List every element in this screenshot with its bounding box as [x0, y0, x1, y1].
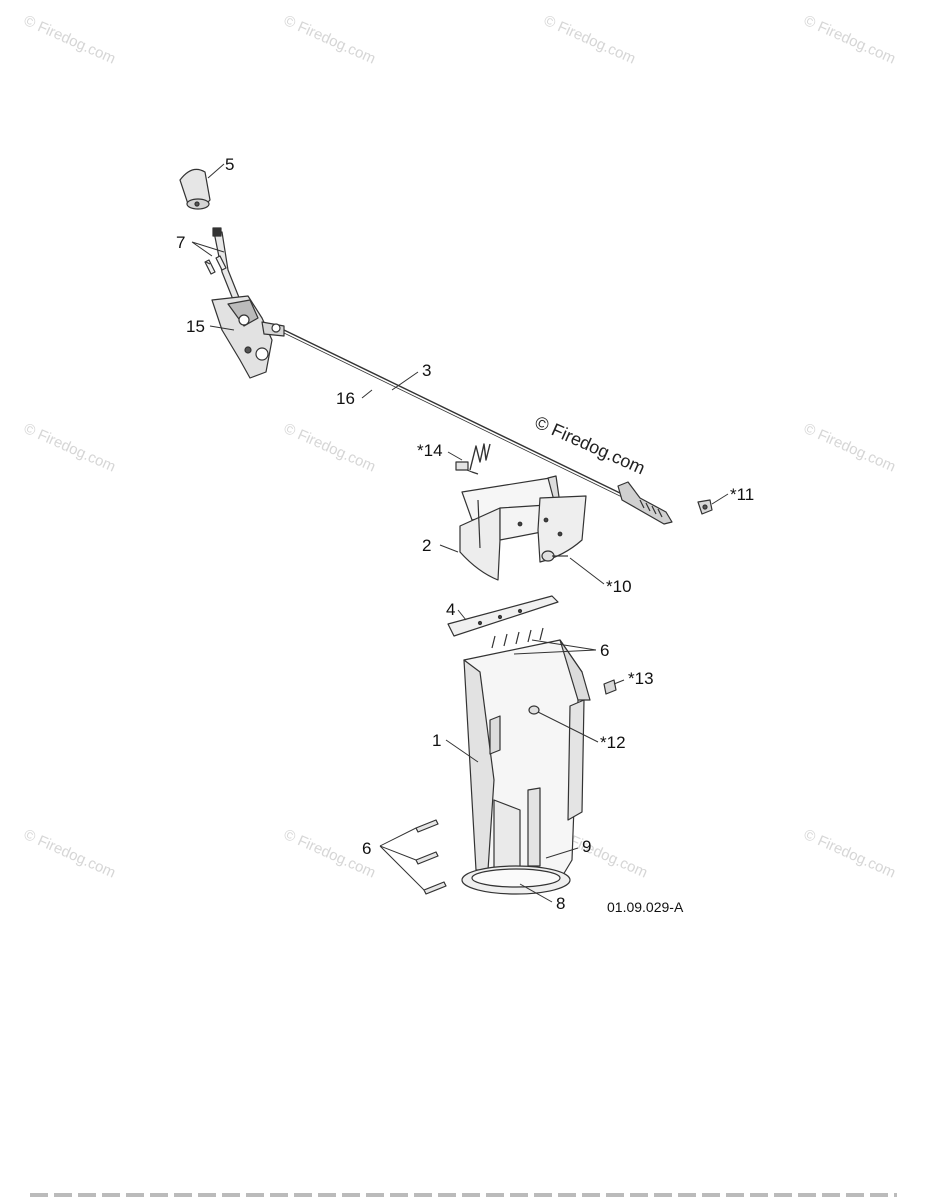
footer-divider	[30, 1193, 897, 1197]
callout-13: *13	[628, 669, 654, 688]
part-13-nut	[603, 679, 617, 695]
callout-11: *11	[730, 485, 755, 504]
part-5-knob	[179, 168, 211, 210]
callout-10: *10	[606, 577, 632, 596]
part-8-base-ring	[461, 865, 571, 895]
figure-code: 01.09.029-A	[607, 899, 684, 915]
callout-15: 15	[186, 317, 205, 336]
callout-3: 3	[422, 361, 432, 380]
callout-7: 7	[176, 233, 186, 252]
callout-14: *14	[417, 441, 443, 460]
callout-12: *12	[600, 733, 626, 752]
part-15-control-bracket	[211, 295, 285, 379]
part-3-cable	[283, 329, 623, 498]
callout-1: 1	[432, 731, 442, 750]
part-7-screws	[204, 227, 241, 303]
callout-5: 5	[225, 155, 235, 174]
leader-lines	[191, 163, 729, 903]
part-1-chute	[463, 639, 591, 891]
callout-6-bottom: 6	[362, 839, 372, 858]
part-10-bolt	[541, 550, 568, 562]
callout-9: 9	[582, 837, 592, 856]
part-11-nut	[697, 499, 713, 515]
part-6-screws-top	[491, 627, 544, 649]
part-12-bolt	[528, 705, 540, 715]
part-2-deflector	[459, 475, 587, 581]
callout-6-top: 6	[600, 641, 610, 660]
part-6-screws-bottom	[415, 819, 447, 895]
part-14-spring	[455, 443, 491, 475]
callout-4: 4	[446, 600, 456, 619]
callout-2: 2	[422, 536, 432, 555]
cable-end-spring	[617, 481, 673, 525]
part-4-plate	[447, 595, 559, 637]
callout-16: 16	[336, 389, 355, 408]
callout-8: 8	[556, 894, 566, 913]
